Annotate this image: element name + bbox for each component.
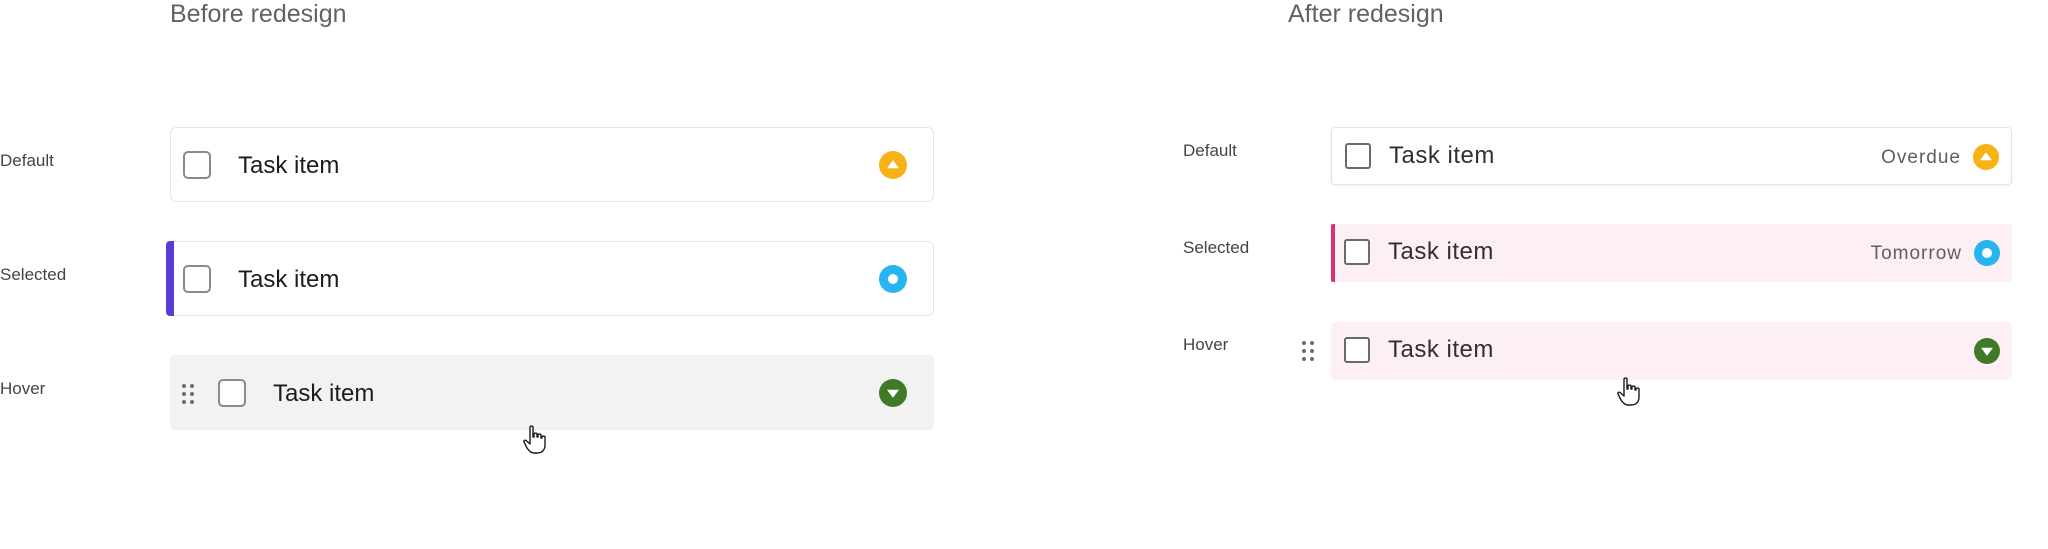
before-task-row-hover[interactable]: Task item	[170, 355, 934, 430]
after-label-hover: Hover	[1183, 335, 1229, 354]
drag-handle-icon[interactable]	[1302, 341, 1314, 361]
before-task-row-default[interactable]: Task item	[170, 127, 934, 202]
selection-accent-bar	[166, 241, 174, 316]
overdue-status-icon[interactable]	[879, 151, 907, 179]
task-title: Task item	[1388, 238, 1494, 265]
due-date-label: Overdue	[1881, 147, 1961, 168]
after-label-selected: Selected	[1183, 238, 1250, 257]
task-checkbox[interactable]	[218, 379, 246, 407]
due-date-label: Tomorrow	[1870, 243, 1962, 264]
in-progress-status-icon[interactable]	[879, 265, 907, 293]
after-task-row-default[interactable]: Task item Overdue	[1331, 127, 2012, 185]
after-heading: After redesign	[1288, 0, 1444, 28]
done-status-icon[interactable]	[1974, 338, 2000, 364]
selection-accent-bar	[1331, 224, 1335, 282]
before-heading: Before redesign	[170, 0, 347, 28]
before-label-hover: Hover	[0, 379, 46, 398]
task-checkbox[interactable]	[183, 265, 211, 293]
task-checkbox[interactable]	[1344, 337, 1370, 363]
drag-handle-icon[interactable]	[182, 384, 194, 404]
hand-pointer-cursor-icon	[523, 425, 546, 454]
task-title: Task item	[238, 152, 340, 179]
after-task-row-selected[interactable]: Task item Tomorrow	[1331, 224, 2012, 282]
after-label-default: Default	[1183, 141, 1237, 160]
hand-pointer-cursor-icon	[1617, 377, 1640, 406]
before-label-selected: Selected	[0, 265, 67, 284]
before-task-row-selected[interactable]: Task item	[166, 241, 934, 316]
in-progress-status-icon[interactable]	[1974, 240, 2000, 266]
task-checkbox[interactable]	[1344, 239, 1370, 265]
before-label-default: Default	[0, 151, 54, 170]
task-title: Task item	[1388, 336, 1494, 363]
task-title: Task item	[1389, 142, 1495, 169]
overdue-status-icon[interactable]	[1973, 144, 1999, 170]
task-title: Task item	[273, 380, 375, 407]
task-title: Task item	[238, 266, 340, 293]
task-checkbox[interactable]	[183, 151, 211, 179]
task-checkbox[interactable]	[1345, 143, 1371, 169]
after-task-row-hover[interactable]: Task item	[1331, 322, 2012, 380]
done-status-icon[interactable]	[879, 379, 907, 407]
